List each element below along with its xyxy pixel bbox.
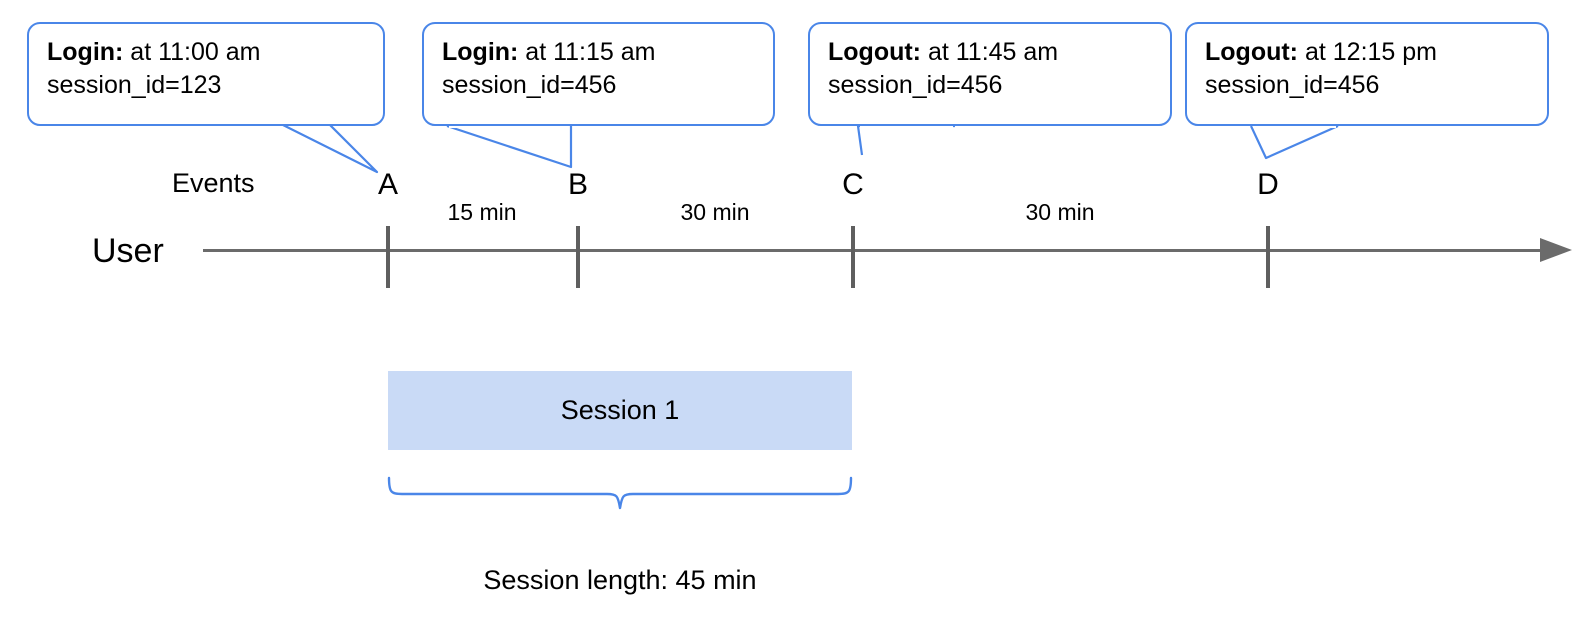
timeline-axis bbox=[203, 249, 1548, 252]
callout-tail-b bbox=[446, 124, 573, 169]
interval-label-ab: 15 min bbox=[447, 199, 517, 225]
callout-a-time: at 11:00 am bbox=[123, 38, 261, 66]
callout-c-event-type: Logout: bbox=[828, 38, 922, 66]
callout-b-time: at 11:15 am bbox=[518, 38, 656, 66]
callout-tail-d bbox=[1250, 124, 1339, 160]
tick-label-b: B bbox=[567, 168, 588, 201]
callout-d-event-type: Logout: bbox=[1205, 38, 1299, 66]
callout-a-event-type: Login: bbox=[47, 38, 124, 66]
tick-c[interactable] bbox=[851, 226, 855, 288]
user-row-label: User bbox=[92, 232, 164, 270]
callout-d-time: at 12:15 pm bbox=[1298, 38, 1437, 66]
callout-a-line1: Login: at 11:00 am bbox=[47, 36, 367, 69]
callout-login-a[interactable]: Login: at 11:00 am session_id=123 bbox=[27, 22, 385, 126]
callout-logout-c[interactable]: Logout: at 11:45 am session_id=456 bbox=[808, 22, 1172, 126]
tick-b[interactable] bbox=[576, 226, 580, 288]
tick-label-a: A bbox=[377, 168, 398, 201]
tick-label-d: D bbox=[1257, 168, 1279, 201]
callout-c-time: at 11:45 am bbox=[921, 38, 1059, 66]
callout-c-session: session_id=456 bbox=[828, 71, 1003, 99]
tick-label-c: C bbox=[842, 168, 864, 201]
session-bar-label: Session 1 bbox=[560, 395, 680, 425]
interval-label-cd: 30 min bbox=[1025, 199, 1095, 225]
session-bar[interactable]: Session 1 bbox=[388, 371, 852, 450]
events-row-label: Events bbox=[172, 168, 255, 198]
callout-d-line1: Logout: at 12:15 pm bbox=[1205, 36, 1531, 69]
tick-d[interactable] bbox=[1266, 226, 1270, 288]
session-length-note: Session length: 45 min bbox=[483, 565, 757, 595]
callout-tail-a bbox=[280, 123, 379, 174]
callout-tail-c bbox=[856, 124, 955, 156]
callout-logout-d[interactable]: Logout: at 12:15 pm session_id=456 bbox=[1185, 22, 1549, 126]
session-brace bbox=[387, 476, 853, 510]
callout-a-session: session_id=123 bbox=[47, 71, 222, 99]
interval-label-bc: 30 min bbox=[680, 199, 750, 225]
callout-d-session: session_id=456 bbox=[1205, 71, 1380, 99]
callout-b-session: session_id=456 bbox=[442, 71, 617, 99]
tick-a[interactable] bbox=[386, 226, 390, 288]
callout-c-line1: Logout: at 11:45 am bbox=[828, 36, 1154, 69]
callout-login-b[interactable]: Login: at 11:15 am session_id=456 bbox=[422, 22, 775, 126]
callout-b-line1: Login: at 11:15 am bbox=[442, 36, 757, 69]
callout-b-event-type: Login: bbox=[442, 38, 519, 66]
